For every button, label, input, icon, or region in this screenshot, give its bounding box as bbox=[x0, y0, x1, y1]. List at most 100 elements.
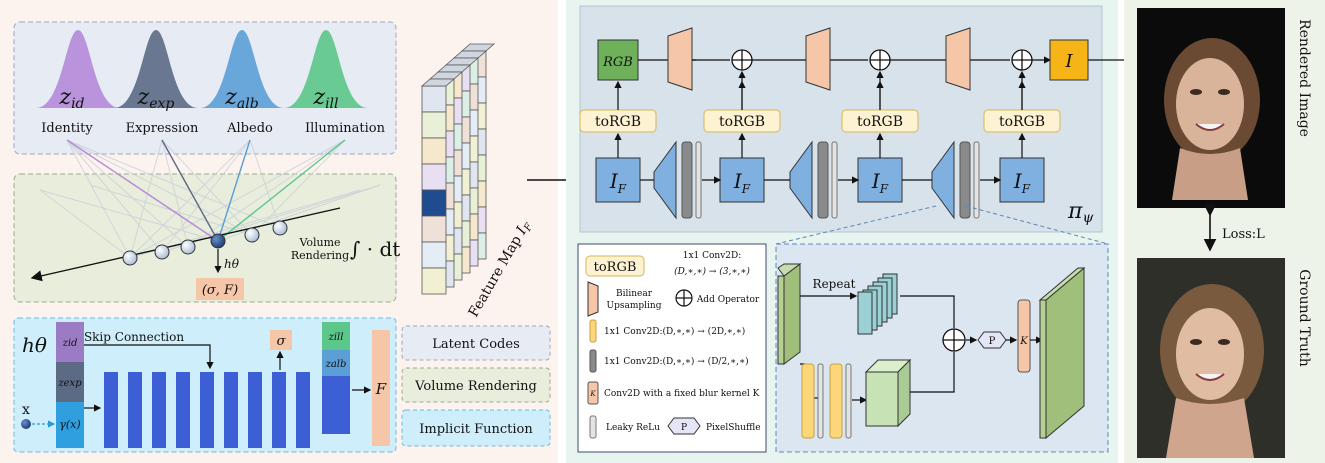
label-identity: Identity bbox=[41, 121, 93, 136]
mlp-layer bbox=[296, 372, 310, 448]
legend-torgb-label: toRGB bbox=[594, 260, 637, 275]
input-zexp-label: zexp bbox=[57, 378, 82, 389]
feature-cell bbox=[421, 137, 447, 165]
rgb-label: RGB bbox=[602, 55, 633, 70]
legend-blur-k: K bbox=[589, 390, 596, 398]
feature-cell bbox=[421, 215, 447, 243]
up-block-2-relu bbox=[831, 141, 838, 219]
color-layer bbox=[322, 376, 350, 434]
detail-conv-yellow bbox=[829, 363, 843, 439]
sigma-out-box bbox=[270, 330, 292, 350]
legend-torgb-box bbox=[585, 255, 645, 277]
sigma-out-label: σ bbox=[277, 334, 287, 349]
legend-blur-label: Conv2D with a fixed blur kernel K bbox=[604, 389, 760, 399]
skip-connection-label: Skip Connection bbox=[84, 330, 184, 344]
mlp-layer bbox=[128, 372, 142, 448]
input-zalb bbox=[322, 350, 350, 376]
sigma-f-text: (σ, F) bbox=[202, 283, 238, 298]
rendered-image-label: Rendered Image bbox=[1296, 19, 1312, 137]
sigma-f-box bbox=[196, 278, 244, 300]
detail-p-label: P bbox=[989, 336, 996, 347]
f-out-label: F bbox=[375, 380, 387, 398]
torgb-4-label: toRGB bbox=[999, 114, 1045, 130]
f-out-box bbox=[372, 330, 390, 446]
up-block-3-conv bbox=[959, 141, 971, 219]
volume-label-2: Rendering bbox=[291, 249, 349, 262]
legend-pixelshuffle-p: P bbox=[681, 423, 687, 433]
z-ill-symbol: zill bbox=[312, 85, 338, 112]
input-x-point bbox=[21, 419, 31, 429]
legend-upsample-2: Upsampling bbox=[607, 301, 662, 311]
legend-latent-codes-label: Latent Codes bbox=[432, 337, 520, 352]
detail-flow bbox=[900, 295, 955, 328]
mlp-layer bbox=[272, 372, 286, 448]
rendered-image bbox=[1137, 8, 1285, 208]
legend-implicit-function bbox=[401, 409, 551, 447]
feature-cell bbox=[421, 85, 447, 113]
repeat-label: Repeat bbox=[813, 277, 856, 291]
mlp-layer bbox=[224, 372, 238, 448]
sample-point bbox=[154, 244, 170, 260]
mlp-layer bbox=[104, 372, 118, 448]
if-label: IF bbox=[1013, 169, 1031, 196]
ground-truth-image bbox=[1137, 258, 1285, 458]
z-id-symbol: zid bbox=[58, 85, 84, 112]
latent-distributions bbox=[36, 30, 368, 108]
ground-truth-label: Ground Truth bbox=[1296, 269, 1312, 366]
detail-flow bbox=[910, 352, 955, 393]
legend-implicit-function-label: Implicit Function bbox=[419, 422, 533, 437]
up-block-2-conv bbox=[817, 141, 829, 219]
label-illumination: Illumination bbox=[305, 121, 386, 136]
if-label: IF bbox=[733, 169, 751, 196]
z-exp-symbol: zexp bbox=[137, 85, 175, 112]
output-image-label: I bbox=[1064, 51, 1073, 72]
torgb-2-label: toRGB bbox=[719, 114, 765, 130]
z-alb-symbol: zalb bbox=[224, 85, 258, 112]
input-zalb-label: zalb bbox=[325, 359, 347, 370]
input-zid-label: zid bbox=[62, 338, 78, 349]
mlp-layer bbox=[248, 372, 262, 448]
label-expression: Expression bbox=[126, 121, 199, 136]
feature-cell bbox=[421, 267, 447, 295]
legend-add-label: Add Operator bbox=[696, 295, 760, 305]
if-label: IF bbox=[609, 169, 627, 196]
input-gamma bbox=[56, 402, 84, 448]
detail-pixelshuffled bbox=[865, 371, 899, 427]
legend-pixelshuffle-label: PixelShuffle bbox=[706, 423, 761, 433]
label-albedo: Albedo bbox=[226, 121, 273, 136]
detail-input bbox=[783, 263, 801, 365]
legend-relu-icon bbox=[589, 415, 597, 439]
legend-blur-icon bbox=[587, 381, 599, 405]
legend-upsample-icon bbox=[587, 281, 599, 317]
legend-conv-yellow-label: 1x1 Conv2D:(D,∗,∗) → (2D,∗,∗) bbox=[604, 326, 745, 337]
torgb-1-label: toRGB bbox=[595, 114, 641, 130]
legend-torgb-desc1: 1x1 Conv2D: bbox=[683, 251, 742, 261]
input-zid bbox=[56, 322, 84, 362]
volume-label-1: Volume bbox=[298, 236, 340, 249]
h-theta-small: hθ bbox=[224, 257, 240, 271]
legend-torgb-desc2: (D,∗,∗) → (3,∗,∗) bbox=[674, 266, 750, 277]
sample-point-active bbox=[210, 233, 226, 249]
feature-cell bbox=[421, 241, 447, 269]
detail-conv-yellow bbox=[801, 363, 815, 439]
legend-conv-yellow-icon bbox=[589, 319, 597, 343]
sample-point bbox=[180, 239, 196, 255]
input-gamma-label: γ(x) bbox=[59, 418, 80, 431]
legend-latent-codes bbox=[401, 325, 551, 361]
skip-connection-arrow bbox=[84, 344, 214, 370]
up-block-2-up bbox=[789, 140, 813, 220]
upsample-icon bbox=[805, 27, 831, 91]
if-label: IF bbox=[871, 169, 889, 196]
up-block-1-relu bbox=[695, 141, 702, 219]
sample-point bbox=[272, 220, 288, 236]
detail-relu bbox=[845, 363, 852, 439]
upsample-icon bbox=[667, 27, 693, 91]
feature-cell bbox=[421, 111, 447, 139]
mlp-layer bbox=[176, 372, 190, 448]
up-block-1-up bbox=[653, 140, 677, 220]
legend-volume-rendering bbox=[401, 367, 551, 403]
input-zill bbox=[322, 322, 350, 350]
if-box bbox=[857, 157, 903, 203]
